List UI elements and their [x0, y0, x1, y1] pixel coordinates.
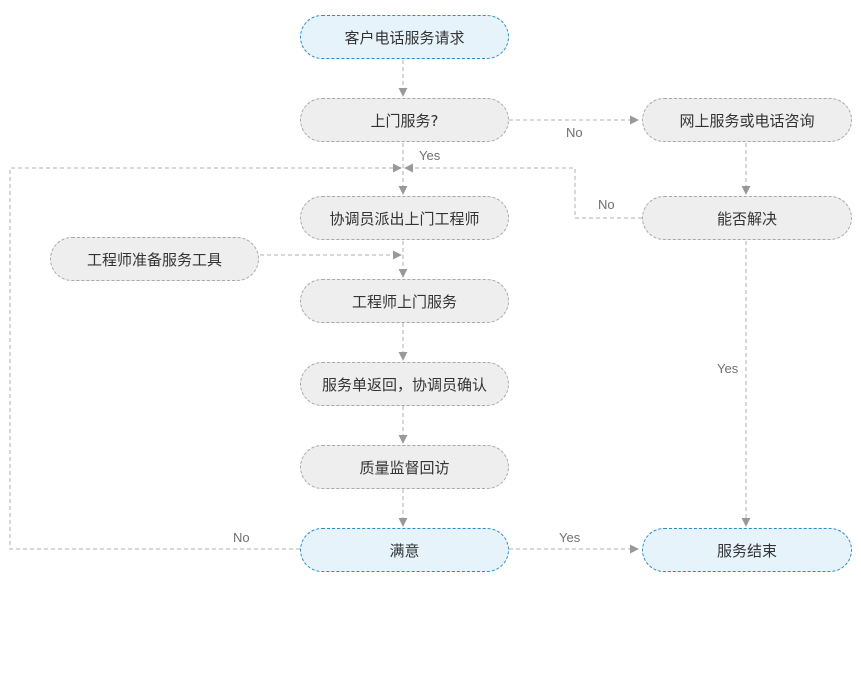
node-onsite-service[interactable]: 工程师上门服务 [300, 279, 509, 323]
label-resolve-no: No [598, 197, 615, 212]
node-onsite-question[interactable]: 上门服务? [300, 98, 509, 142]
node-resolved-question[interactable]: 能否解决 [642, 196, 852, 240]
node-quality-review[interactable]: 质量监督回访 [300, 445, 509, 489]
label-onsite-yes: Yes [419, 148, 441, 163]
label-satisfied-no: No [233, 530, 250, 545]
edge-resolve-no-to-dispatch [404, 163, 642, 219]
label-resolve-yes: Yes [717, 361, 739, 376]
node-confirm[interactable]: 服务单返回，协调员确认 [300, 362, 509, 406]
node-prepare-tools[interactable]: 工程师准备服务工具 [50, 237, 259, 281]
node-dispatch-engineer[interactable]: 协调员派出上门工程师 [300, 196, 509, 240]
node-online-service[interactable]: 网上服务或电话咨询 [642, 98, 852, 142]
node-satisfied[interactable]: 满意 [300, 528, 509, 572]
label-onsite-no: No [566, 125, 583, 140]
label-satisfied-yes: Yes [559, 530, 581, 545]
node-start[interactable]: 客户电话服务请求 [300, 15, 509, 59]
node-end[interactable]: 服务结束 [642, 528, 852, 572]
